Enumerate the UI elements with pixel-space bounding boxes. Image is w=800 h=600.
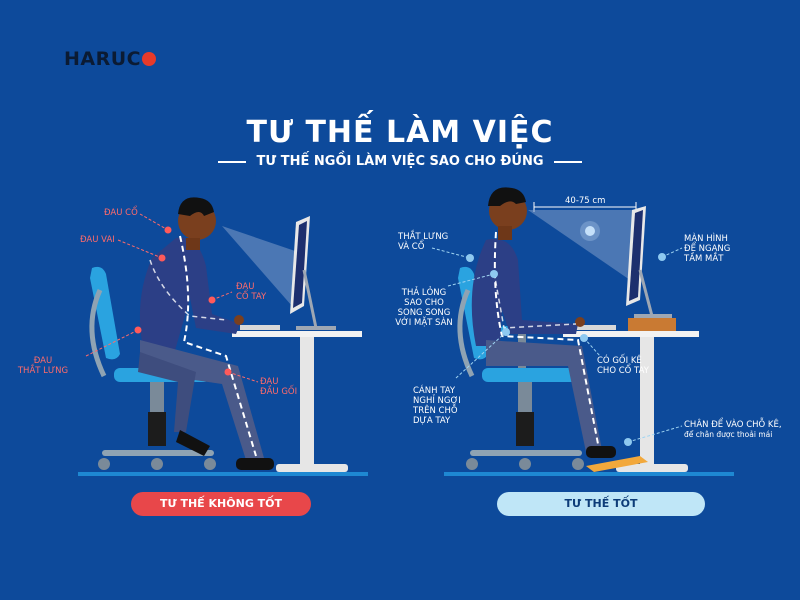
monitor-tip-dot [658,253,666,261]
feet-tip-label-line1: CHÂN ĐỂ VÀO CHỖ KÊ, [684,420,782,430]
footrest [586,456,648,472]
bad-posture-badge: TƯ THẾ KHÔNG TỐT [131,492,311,516]
shoulder-pain-dot [158,254,166,262]
wrist-pain-label: ĐAU CỔ TAY [236,282,266,302]
bad-person [138,197,274,470]
good-keyboard [572,325,616,330]
shoulder-tip-label: THẢ LỎNG SAO CHO SONG SONG VỚI MẶT SÀN [392,288,456,328]
good-arm-line [493,271,577,329]
arm-tip-dot [502,328,510,336]
bad-keyboard [240,325,280,330]
back-pain-dot [134,326,142,334]
good-person [471,187,616,458]
wrist-pain-label-line1: ĐAU [236,282,255,292]
good-posture-badge: TƯ THẾ TỐT [497,492,705,516]
shoulder-tip-label-line3: SONG SONG [397,308,451,318]
knee-pain-label-line2: ĐẦU GỐI [260,387,298,397]
knee-pain-dot [224,368,232,376]
bad-pain-markers [85,213,259,383]
knee-pain-label-line1: ĐAU [260,377,279,387]
bad-sight-cone [222,226,298,306]
page-title: TƯ THẾ LÀM VIỆC [246,115,554,150]
shoulder-tip-label-line4: VỚI MẶT SÀN [395,318,453,328]
monitor-tip-label: MÀN HÌNH ĐỂ NGANG TẦM MẮT [684,234,730,264]
wrist-pain-label-line2: CỔ TAY [236,292,267,302]
brand-dot-icon [142,52,157,66]
brand-logo: HARUC [64,48,157,70]
monitor-riser [628,318,676,331]
back-pain-label-line1: ĐAU [33,356,53,366]
arm-tip-label-line3: TRÊN CHỖ [413,406,458,416]
neck-pain-label: ĐAU CỔ [104,208,138,218]
page-subtitle: TƯ THẾ NGỒI LÀM VIỆC SAO CHO ĐÚNG [0,154,800,169]
shoulder-pain-label: ĐAU VAI [80,235,115,245]
good-posture-scene [431,187,734,476]
bad-monitor [222,216,336,330]
good-desk [563,318,699,472]
arm-tip-label: CÁNH TAY NGHỈ NGƠI TRÊN CHỖ DỰA TAY [413,386,461,426]
arm-tip-label-line2: NGHỈ NGƠI [413,396,461,406]
subtitle-text: TƯ THẾ NGỒI LÀM VIỆC SAO CHO ĐÚNG [256,154,544,169]
feet-tip-dot [624,438,632,446]
good-tip-markers [431,247,683,446]
back-pain-label-line2: THẮT LƯNG [17,366,69,376]
wrist-pain-dot [208,296,216,304]
knee-pain-label: ĐAU ĐẦU GỐI [260,377,297,397]
good-monitor [626,206,672,318]
back-tip-label-line2: VÀ CỔ [398,242,425,252]
monitor-tip-label-line2: ĐỂ NGANG [684,244,731,254]
shoulder-tip-label-line2: SAO CHO [404,298,444,308]
shoulder-tip-dot [490,270,498,278]
brand-name: HARUC [64,48,142,70]
arm-tip-label-line4: DỰA TAY [413,416,451,426]
wrist-tip-label: CÓ GỐI KÊ CHO CỔ TAY [597,356,649,376]
back-tip-label: THẮT LƯNG VÀ CỔ [398,232,448,252]
wrist-tip-dot [580,334,588,342]
monitor-tip-label-line3: TẦM MẮT [684,254,724,264]
subtitle-left-rule [218,160,247,163]
back-tip-label-line1: THẮT LƯNG [398,232,449,242]
good-sight-cone [528,210,632,280]
feet-tip-label: CHÂN ĐỂ VÀO CHỖ KÊ, để chân được thoải m… [684,420,782,440]
subtitle-right-rule [553,160,582,163]
back-tip-dot [466,254,474,262]
neck-pain-dot [164,226,172,234]
shoulder-tip-label-line1: THẢ LỎNG [401,288,447,298]
bad-arm-line [149,259,227,321]
wrist-tip-label-line2: CHO CỔ TAY [597,366,649,376]
bad-floor-line [78,472,368,476]
bad-posture-scene [78,197,368,476]
back-pain-label: ĐAU THẮT LƯNG [16,356,70,376]
arm-tip-label-line1: CÁNH TAY [413,386,456,396]
monitor-tip-label-line1: MÀN HÌNH [684,234,728,244]
good-floor-line [444,472,734,476]
distance-label: 40-75 cm [565,196,606,206]
feet-tip-label-line2: để chân được thoải mái [684,430,773,439]
bad-desk [232,331,362,472]
wrist-tip-label-line1: CÓ GỐI KÊ [597,356,642,366]
